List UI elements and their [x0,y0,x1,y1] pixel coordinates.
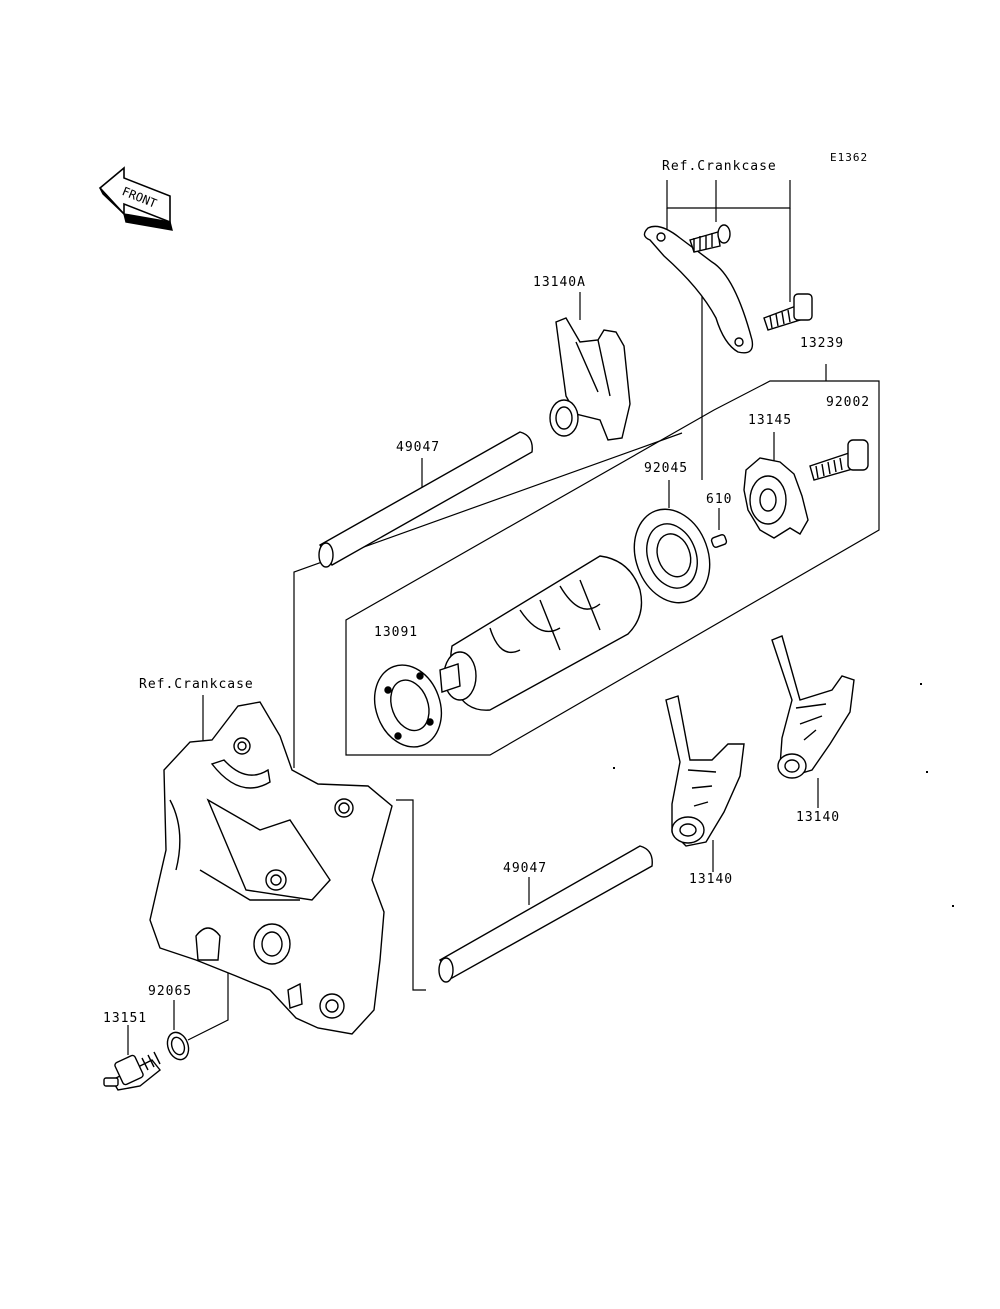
bolt-icon [763,293,813,331]
shift-fork-13140a [549,317,631,441]
part-92065-label: 92065 [148,984,193,999]
front-arrow-icon: FRONT [98,166,173,231]
part-13151-label: 13151 [103,1011,148,1026]
part-13091-label: 13091 [374,625,419,640]
part-49047-top-label: 49047 [396,440,441,455]
crankcase-section [149,701,393,1035]
part-92002-label: 92002 [826,395,871,410]
crankcase-plate [643,225,754,354]
pin-610-icon [710,534,728,548]
part-13140-right-label: 13140 [796,810,841,825]
part-13145-label: 13145 [748,413,793,428]
part-49047-bottom-label: 49047 [503,861,548,876]
bolt-icon [689,224,731,253]
bearing-92045 [633,508,711,604]
ref-crankcase-left-label: Ref.Crankcase [139,677,254,692]
shift-drum-cam-13145 [743,457,809,539]
bolt-92002-icon [809,439,869,481]
shift-rod-top [318,431,533,568]
shift-fork-13140-right [771,635,855,779]
part-610-label: 610 [706,492,733,507]
background-specks [613,683,954,907]
part-13140a-label: 13140A [533,275,586,290]
ref-crankcase-top-label: Ref.Crankcase [662,159,777,174]
shift-rod-bottom [438,845,653,983]
neutral-switch-13151 [103,1051,161,1091]
diagram-code: E1362 [830,151,869,164]
part-13140-mid-label: 13140 [689,872,734,887]
washer-92065 [166,1031,190,1061]
bearing-13091-left [373,664,443,748]
shift-fork-13140-mid [665,695,745,847]
part-92045-label: 92045 [644,461,689,476]
part-13239-label: 13239 [800,336,845,351]
shift-drum-13091 [439,555,643,711]
